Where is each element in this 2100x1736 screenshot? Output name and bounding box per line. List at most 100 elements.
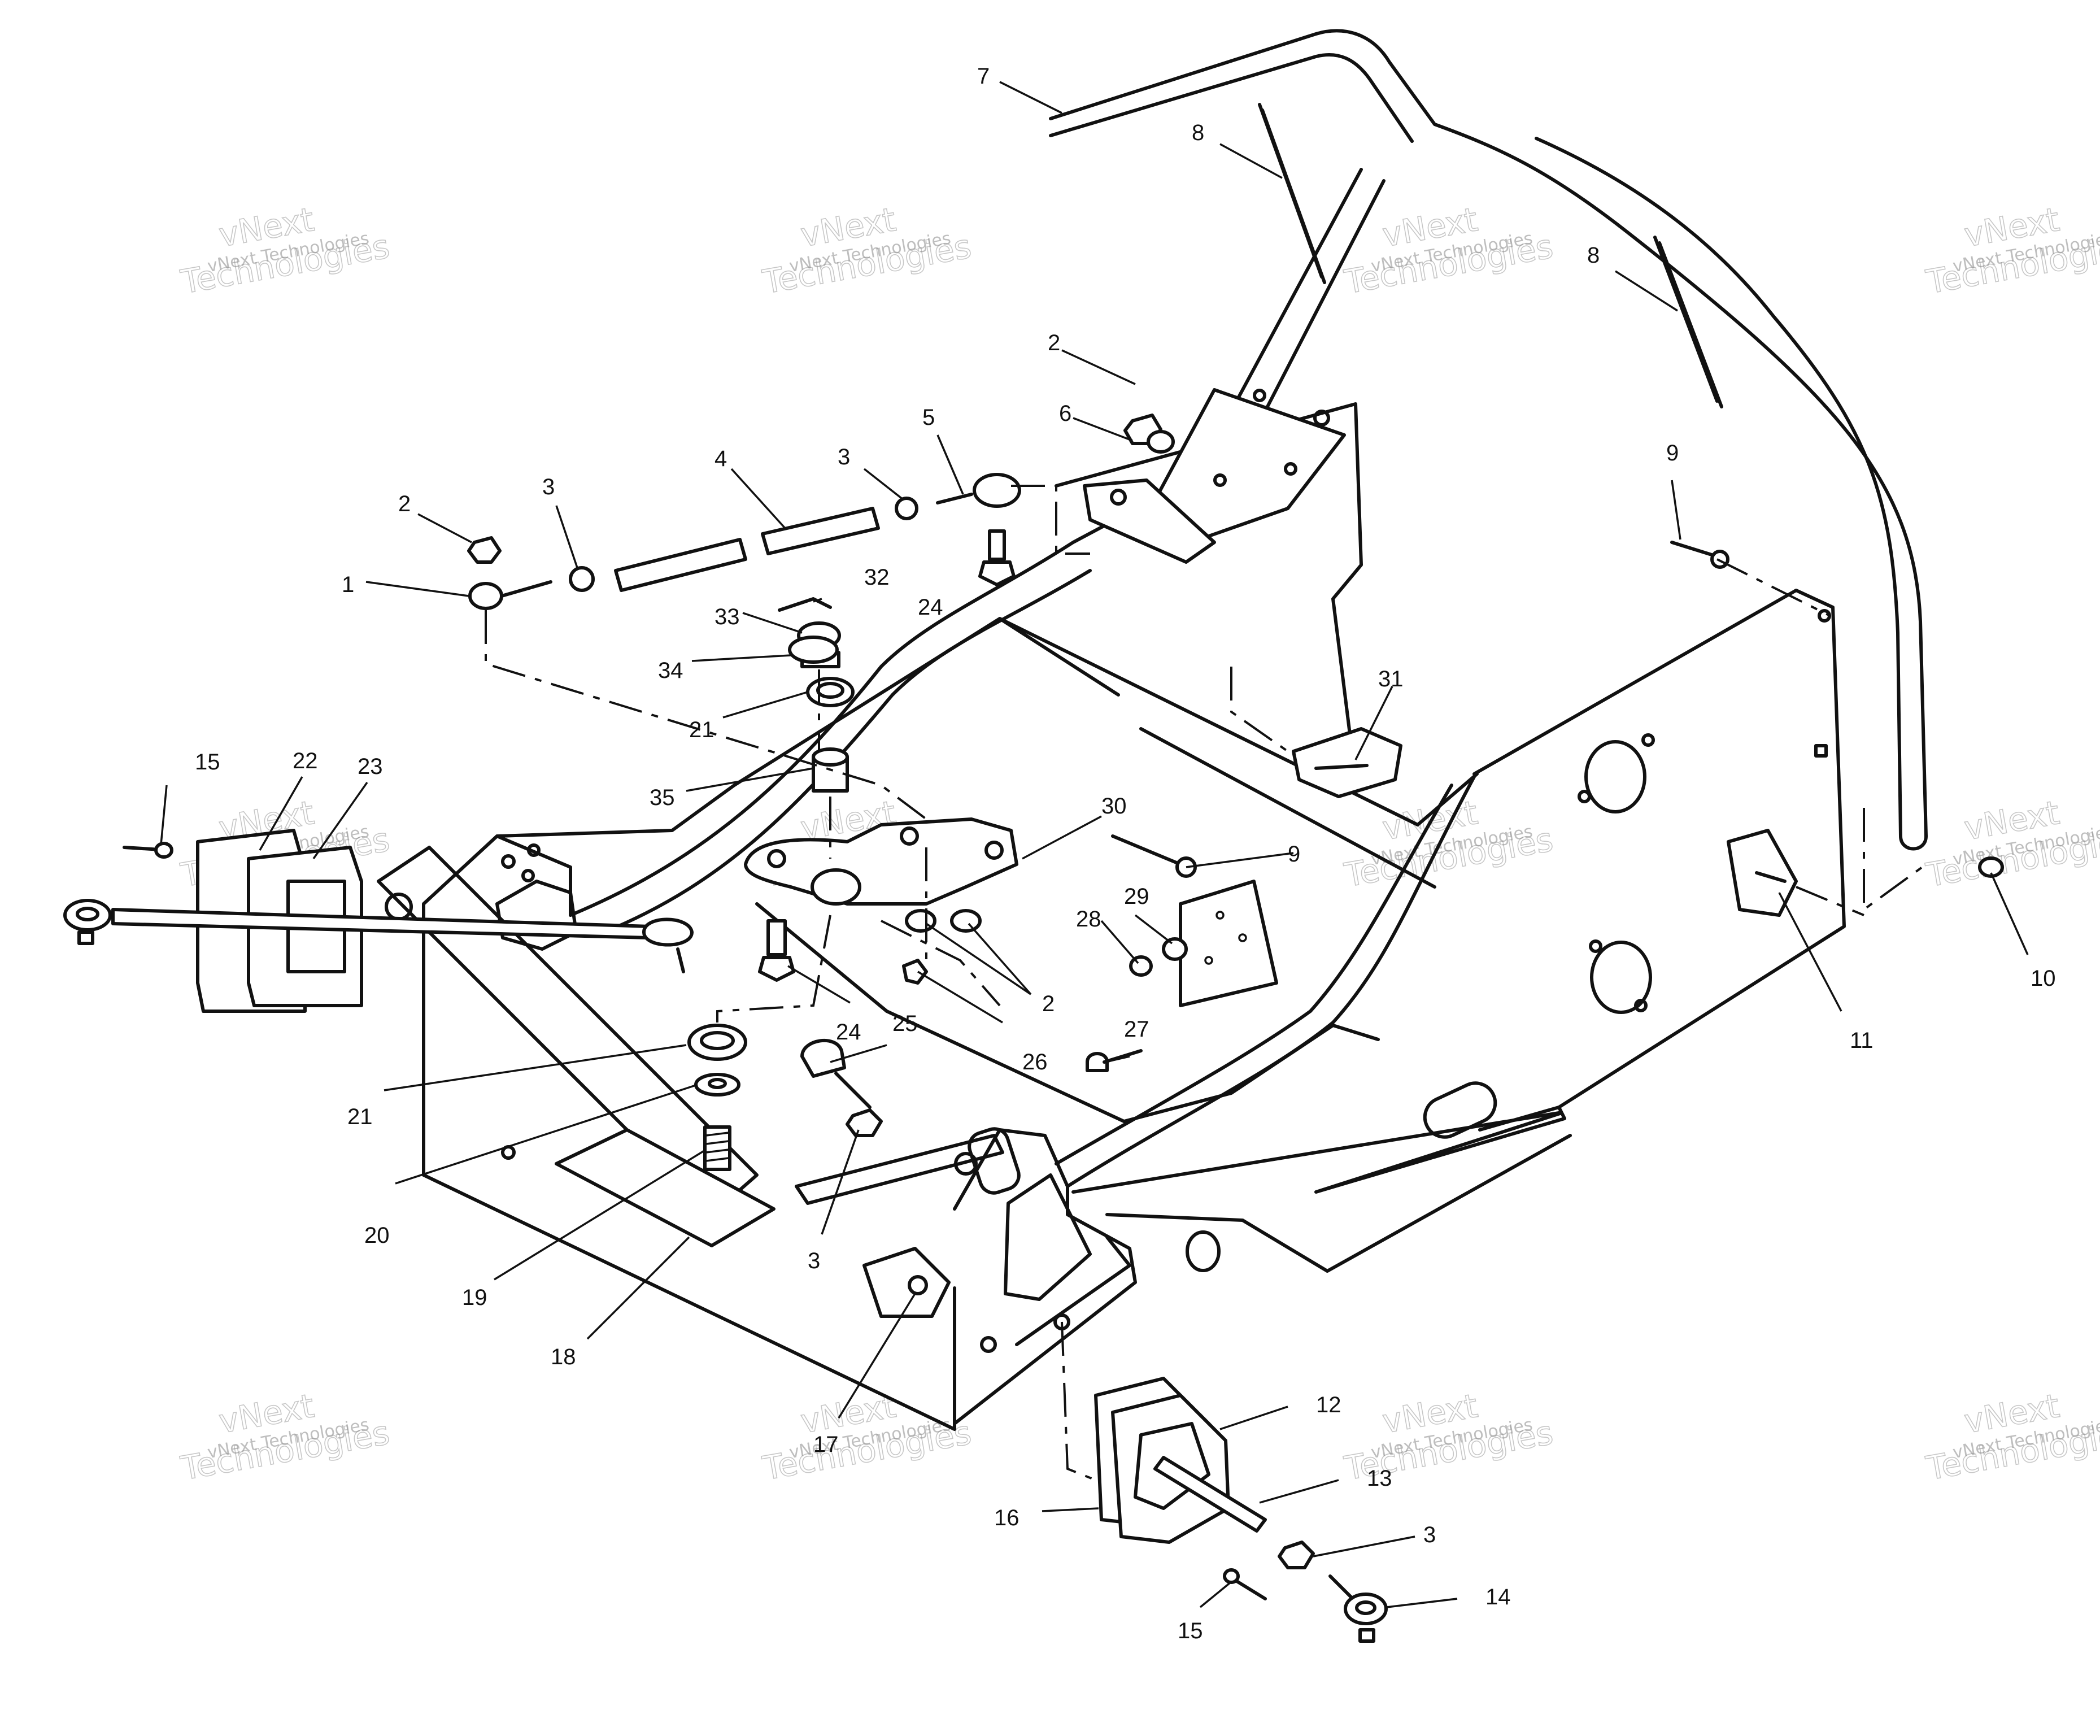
pedal-arm-hole bbox=[385, 893, 413, 921]
callout-26: 26 bbox=[1022, 1050, 1048, 1074]
leader-line bbox=[1022, 815, 1102, 860]
watermark-layer: vNext Technologies vNext Technologies vN… bbox=[177, 199, 2100, 1488]
spacer-top bbox=[812, 747, 849, 767]
frame-hole bbox=[527, 843, 541, 857]
leader-line bbox=[730, 468, 786, 529]
leader-line bbox=[1615, 270, 1678, 312]
leader-line bbox=[494, 1148, 707, 1281]
callout-31: 31 bbox=[1378, 667, 1404, 691]
watermark: vNext Technologies vNext Technologies bbox=[177, 1386, 393, 1488]
leader-line bbox=[1134, 914, 1173, 945]
watermark: vNext Technologies vNext Technologies bbox=[1923, 793, 2100, 895]
front-post-foot bbox=[1083, 478, 1216, 564]
assembly-line bbox=[485, 610, 927, 820]
bracket-hole bbox=[1110, 489, 1127, 506]
callout-labels: 1 2 2 2 3 3 3 3 4 5 6 7 8 8 9 9 10 11 12… bbox=[195, 64, 2056, 1643]
assembly-line bbox=[1716, 558, 1831, 617]
roll-bar-inner bbox=[1049, 53, 1902, 838]
leader-line bbox=[787, 965, 851, 1004]
guide-window bbox=[286, 880, 346, 973]
assembly-lines bbox=[485, 485, 1927, 1481]
callout-21: 21 bbox=[689, 717, 714, 742]
panel-hole-small bbox=[1578, 790, 1591, 803]
callout-6: 6 bbox=[1059, 401, 1071, 426]
rod-end-thread bbox=[500, 580, 552, 598]
leader-line bbox=[917, 971, 1003, 1024]
leader-line bbox=[365, 581, 469, 597]
cable-tie-8b bbox=[1658, 241, 1723, 408]
leader-line bbox=[1186, 852, 1294, 868]
watermark: vNext Technologies vNext Technologies bbox=[1341, 199, 1556, 302]
pin-27 bbox=[1086, 1052, 1109, 1072]
right-panel-bottom-flange bbox=[1314, 1106, 1566, 1194]
callout-8: 8 bbox=[1587, 243, 1600, 268]
panel-slot-square bbox=[1814, 744, 1828, 758]
assembly-line bbox=[1863, 808, 1927, 912]
leader-line bbox=[586, 1236, 690, 1340]
callout-15: 15 bbox=[195, 750, 220, 775]
callout-25: 25 bbox=[892, 1011, 918, 1036]
rear-wall bbox=[1055, 402, 1363, 781]
bracket-hole bbox=[1284, 462, 1297, 476]
callout-14: 14 bbox=[1485, 1585, 1511, 1609]
leader-line bbox=[1073, 417, 1133, 442]
callout-9: 9 bbox=[1288, 842, 1300, 867]
callout-33: 33 bbox=[714, 604, 740, 629]
leader-line bbox=[926, 923, 1031, 995]
watermark: vNext Technologies vNext Technologies bbox=[759, 1386, 974, 1488]
leader-line bbox=[1671, 480, 1681, 540]
panel-hole-small bbox=[1641, 733, 1655, 747]
locknut bbox=[950, 909, 982, 933]
chassis-frame bbox=[377, 402, 1846, 1431]
callout-13: 13 bbox=[1367, 1466, 1392, 1491]
right-side-panel bbox=[1472, 589, 1846, 1132]
pin-head bbox=[1223, 1568, 1240, 1584]
frame-cutout bbox=[495, 880, 578, 951]
hex-nut bbox=[846, 1108, 883, 1137]
frame-window bbox=[1004, 1173, 1092, 1301]
panel-hole bbox=[1584, 740, 1646, 813]
bracket-hole bbox=[1215, 911, 1225, 920]
callout-32: 32 bbox=[864, 565, 890, 590]
leader-line bbox=[936, 434, 964, 495]
frame-hole bbox=[521, 869, 535, 882]
callout-2: 2 bbox=[1042, 991, 1055, 1016]
leader-line bbox=[691, 654, 791, 662]
linkage-rod-assembly bbox=[467, 414, 1175, 610]
washer-hole bbox=[708, 1078, 727, 1089]
frame-hole bbox=[501, 854, 516, 869]
panel-hole-small bbox=[1589, 939, 1602, 953]
callout-35: 35 bbox=[650, 785, 675, 810]
left-frame-top bbox=[495, 784, 736, 838]
plate-hole bbox=[900, 826, 919, 846]
cotter-pin bbox=[778, 597, 832, 612]
roll-bar-outer bbox=[1049, 29, 1928, 838]
plate-hole bbox=[767, 849, 786, 868]
leader-line bbox=[863, 468, 905, 501]
bushing-29 bbox=[1162, 937, 1188, 961]
hex-nut bbox=[1278, 1541, 1315, 1569]
pivot-assembly bbox=[687, 597, 1018, 1171]
callout-27: 27 bbox=[1124, 1017, 1149, 1042]
assembly-line bbox=[1796, 886, 1864, 916]
callout-20: 20 bbox=[364, 1223, 390, 1248]
callout-19: 19 bbox=[462, 1285, 487, 1310]
leader-line bbox=[160, 785, 168, 845]
callout-2: 2 bbox=[398, 491, 411, 516]
mount-plate-17 bbox=[862, 1247, 951, 1318]
bushing-10 bbox=[1978, 856, 2004, 878]
callout-3: 3 bbox=[1423, 1522, 1436, 1547]
pedal-arm bbox=[377, 846, 759, 1216]
frame-hole bbox=[980, 1336, 997, 1353]
pin-27-shaft bbox=[1103, 1049, 1143, 1064]
callout-34: 34 bbox=[658, 658, 683, 683]
screw-head bbox=[758, 956, 795, 982]
assembly-line bbox=[881, 920, 1001, 1007]
right-lower-cable-assembly bbox=[1094, 1377, 1388, 1643]
jam-nut bbox=[895, 497, 918, 520]
flanged-bushing-top bbox=[788, 636, 839, 664]
shaft-13 bbox=[1153, 1456, 1267, 1533]
ball-stud bbox=[676, 947, 685, 973]
callout-3: 3 bbox=[838, 445, 850, 469]
watermark: vNext Technologies vNext Technologies bbox=[1923, 199, 2100, 302]
